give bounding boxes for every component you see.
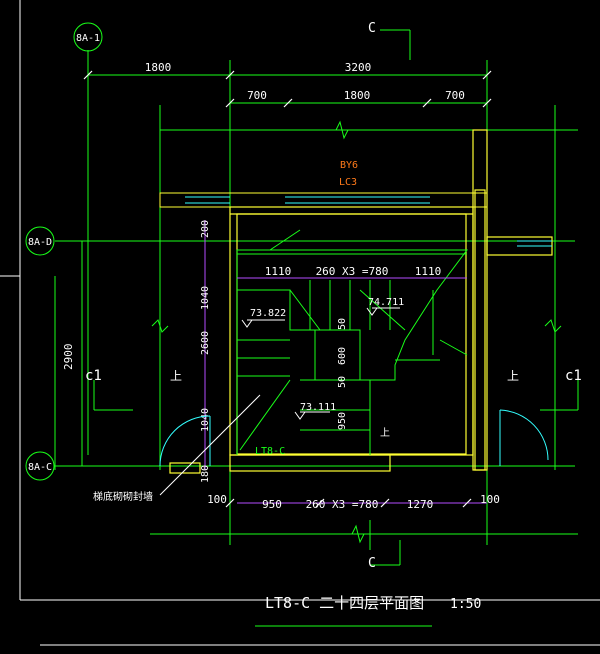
dim-top2-a: 700	[247, 89, 267, 102]
drawing-scale: 1:50	[450, 597, 481, 612]
left-total-dim: 2900	[62, 344, 75, 371]
bottom-dim-3: 260 X3 =780	[306, 498, 379, 511]
door-left	[159, 415, 211, 467]
bottom-dim-ticks	[225, 498, 472, 508]
note-label: 梯底砌砌封墙	[93, 490, 153, 503]
inner-dim-left-2: 1040	[200, 286, 211, 310]
section-mark-bottom: C	[368, 556, 376, 571]
bottom-dim-1: 100	[207, 493, 227, 506]
c1-right-label: c1	[565, 368, 582, 384]
inner-dim-left-4: 1040	[200, 408, 211, 432]
dimension-ticks	[83, 70, 492, 108]
axis-lines	[54, 29, 579, 566]
axis-label-left-lower: 8A-C	[28, 462, 52, 473]
vmid-dim-3: 50	[337, 376, 348, 388]
inner-dim-left-3: 2600	[200, 331, 211, 355]
inner-dim-left-5: 180	[200, 465, 211, 483]
axis-label-top: 8A-1	[76, 33, 100, 44]
axis-bubble-left-upper: 8A-D	[25, 226, 55, 256]
up-mark-mid: 上	[380, 427, 390, 439]
break-marks	[151, 120, 562, 544]
elevation-1: 73.822	[250, 308, 286, 319]
axis-label-left-upper: 8A-D	[28, 237, 52, 248]
window-label-lc3: LC3	[339, 177, 357, 188]
section-mark-top: C	[368, 21, 376, 36]
stair-dim-3: 1110	[415, 265, 442, 278]
dim-top1-b: 3200	[345, 61, 372, 74]
elevation-3: 73.111	[300, 402, 336, 413]
drawing-title: LT8-C 二十四层平面图	[265, 594, 424, 612]
bottom-dim-4: 1270	[407, 498, 434, 511]
door-right	[499, 409, 549, 466]
vmid-dim-2: 600	[337, 347, 348, 365]
axis-bubble-left-lower: 8A-C	[25, 451, 55, 481]
bottom-dim-5: 100	[480, 493, 500, 506]
stair-walls	[169, 129, 553, 474]
inner-dim-left-1: 200	[200, 220, 211, 238]
stair-structure	[236, 229, 468, 455]
elevation-2: 74.711	[368, 297, 404, 308]
stair-dim-line	[204, 220, 487, 504]
elevation-markers	[241, 307, 400, 420]
stair-dim-2: 260 X3 =780	[316, 265, 389, 278]
up-mark-right: 上	[507, 369, 519, 383]
up-mark-left: 上	[170, 369, 182, 383]
dim-top1-a: 1800	[145, 61, 172, 74]
vmid-dim-1: 50	[337, 318, 348, 330]
note-leader	[159, 394, 261, 496]
bottom-dim-2: 950	[262, 498, 282, 511]
stair-tag: LT8-C	[255, 446, 285, 457]
window-label-by6: BY6	[340, 160, 358, 171]
c1-left-label: c1	[85, 368, 102, 384]
stair-dim-1: 1110	[265, 265, 292, 278]
window-top	[159, 192, 488, 208]
axis-bubble-top: 8A-1	[73, 22, 103, 52]
dim-top2-c: 700	[445, 89, 465, 102]
window-right	[517, 240, 552, 247]
vmid-dim-4: 950	[337, 412, 348, 430]
dim-top2-b: 1800	[344, 89, 371, 102]
